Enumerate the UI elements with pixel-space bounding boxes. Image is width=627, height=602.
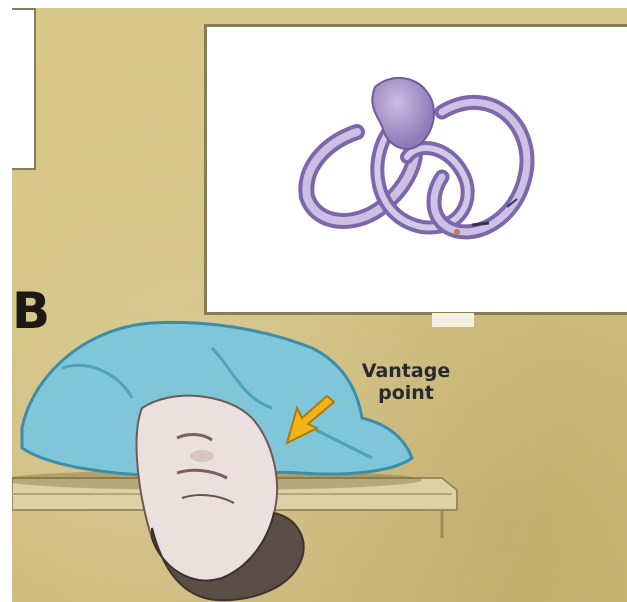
semicircular-canals-icon <box>207 27 627 312</box>
illustration: B Vantage point <box>12 8 627 602</box>
patient-figure <box>12 308 627 602</box>
vantage-point-label: Vantage point <box>336 360 476 404</box>
inner-ear-panel <box>204 24 627 315</box>
left-panel <box>12 8 36 170</box>
vantage-line-1: Vantage <box>336 360 476 382</box>
vantage-line-2: point <box>336 382 476 404</box>
